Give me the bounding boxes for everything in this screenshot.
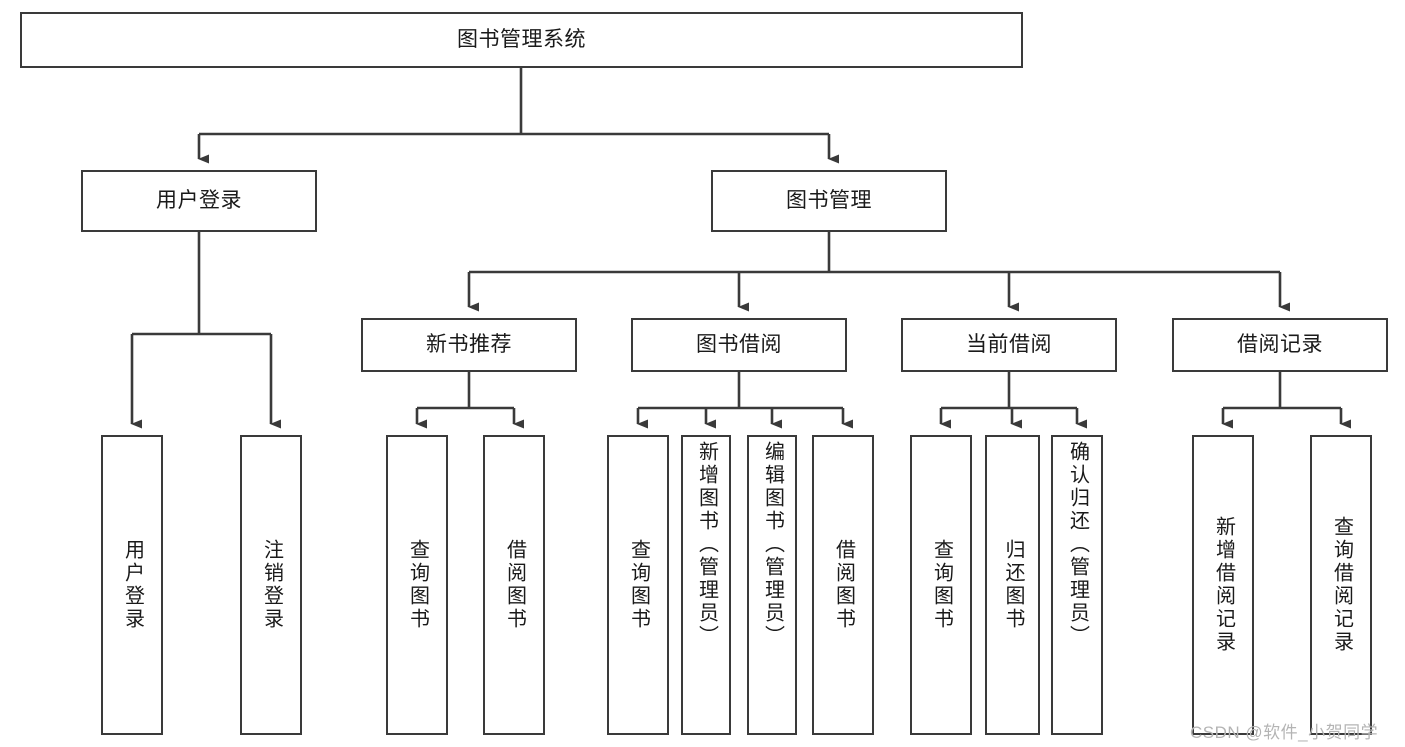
leaf-confirm-return[interactable]: 确认归还（管理员） bbox=[1051, 435, 1103, 735]
leaf-edit-book-label: 编辑图书（管理员） bbox=[761, 441, 784, 648]
leaf-query-book-current[interactable]: 查询图书 bbox=[910, 435, 972, 735]
edge-root-to-level2 bbox=[197, 68, 839, 164]
leaf-logout[interactable]: 注销登录 bbox=[240, 435, 302, 735]
leaf-borrow-book[interactable]: 借阅图书 bbox=[812, 435, 874, 735]
leaf-add-borrow-record-label: 新增借阅记录 bbox=[1212, 516, 1235, 654]
node-root[interactable]: 图书管理系统 bbox=[20, 12, 1023, 68]
leaf-logout-label: 注销登录 bbox=[260, 539, 283, 631]
leaf-query-book-borrow[interactable]: 查询图书 bbox=[607, 435, 669, 735]
leaf-edit-book[interactable]: 编辑图书（管理员） bbox=[747, 435, 797, 735]
leaf-query-borrow-record[interactable]: 查询借阅记录 bbox=[1310, 435, 1372, 735]
edge-borrowrecord-to-leaves bbox=[1221, 372, 1351, 429]
node-book-manage[interactable]: 图书管理 bbox=[711, 170, 947, 232]
edge-newbook-to-leaves bbox=[415, 372, 524, 429]
leaf-borrow-book-recommend-label: 借阅图书 bbox=[503, 539, 526, 631]
leaf-add-borrow-record[interactable]: 新增借阅记录 bbox=[1192, 435, 1254, 735]
csdn-watermark: CSDN @软件_小贺同学 bbox=[1190, 723, 1379, 742]
leaf-borrow-book-recommend[interactable]: 借阅图书 bbox=[483, 435, 545, 735]
leaf-query-book-current-label: 查询图书 bbox=[930, 539, 953, 631]
leaf-query-borrow-record-label: 查询借阅记录 bbox=[1330, 516, 1353, 654]
leaf-query-book-borrow-label: 查询图书 bbox=[627, 539, 650, 631]
node-borrow-record[interactable]: 借阅记录 bbox=[1172, 318, 1388, 372]
node-borrow-record-label: 借阅记录 bbox=[1237, 333, 1323, 357]
leaf-add-book-label: 新增图书（管理员） bbox=[695, 441, 718, 648]
leaf-user-login[interactable]: 用户登录 bbox=[101, 435, 163, 735]
leaf-confirm-return-label: 确认归还（管理员） bbox=[1066, 441, 1089, 648]
node-current-borrow-label: 当前借阅 bbox=[966, 333, 1052, 357]
leaf-return-book[interactable]: 归还图书 bbox=[985, 435, 1040, 735]
leaf-query-book-recommend-label: 查询图书 bbox=[406, 539, 429, 631]
leaf-borrow-book-label: 借阅图书 bbox=[832, 539, 855, 631]
node-book-borrow-label: 图书借阅 bbox=[696, 333, 782, 357]
node-user-login-label: 用户登录 bbox=[156, 189, 242, 213]
node-new-book-recommend[interactable]: 新书推荐 bbox=[361, 318, 577, 372]
leaf-add-book[interactable]: 新增图书（管理员） bbox=[681, 435, 731, 735]
edge-currentborrow-to-leaves bbox=[939, 372, 1087, 429]
edge-userlogin-to-leaves bbox=[130, 232, 281, 429]
node-user-login[interactable]: 用户登录 bbox=[81, 170, 317, 232]
node-current-borrow[interactable]: 当前借阅 bbox=[901, 318, 1117, 372]
node-root-label: 图书管理系统 bbox=[457, 28, 586, 52]
leaf-user-login-label: 用户登录 bbox=[121, 539, 144, 631]
node-book-borrow[interactable]: 图书借阅 bbox=[631, 318, 847, 372]
node-new-book-recommend-label: 新书推荐 bbox=[426, 333, 512, 357]
edge-bookmanage-to-level3 bbox=[467, 232, 1290, 312]
edge-bookborrow-to-leaves bbox=[636, 372, 853, 429]
leaf-return-book-label: 归还图书 bbox=[1002, 539, 1024, 631]
node-book-manage-label: 图书管理 bbox=[786, 189, 872, 213]
leaf-query-book-recommend[interactable]: 查询图书 bbox=[386, 435, 448, 735]
